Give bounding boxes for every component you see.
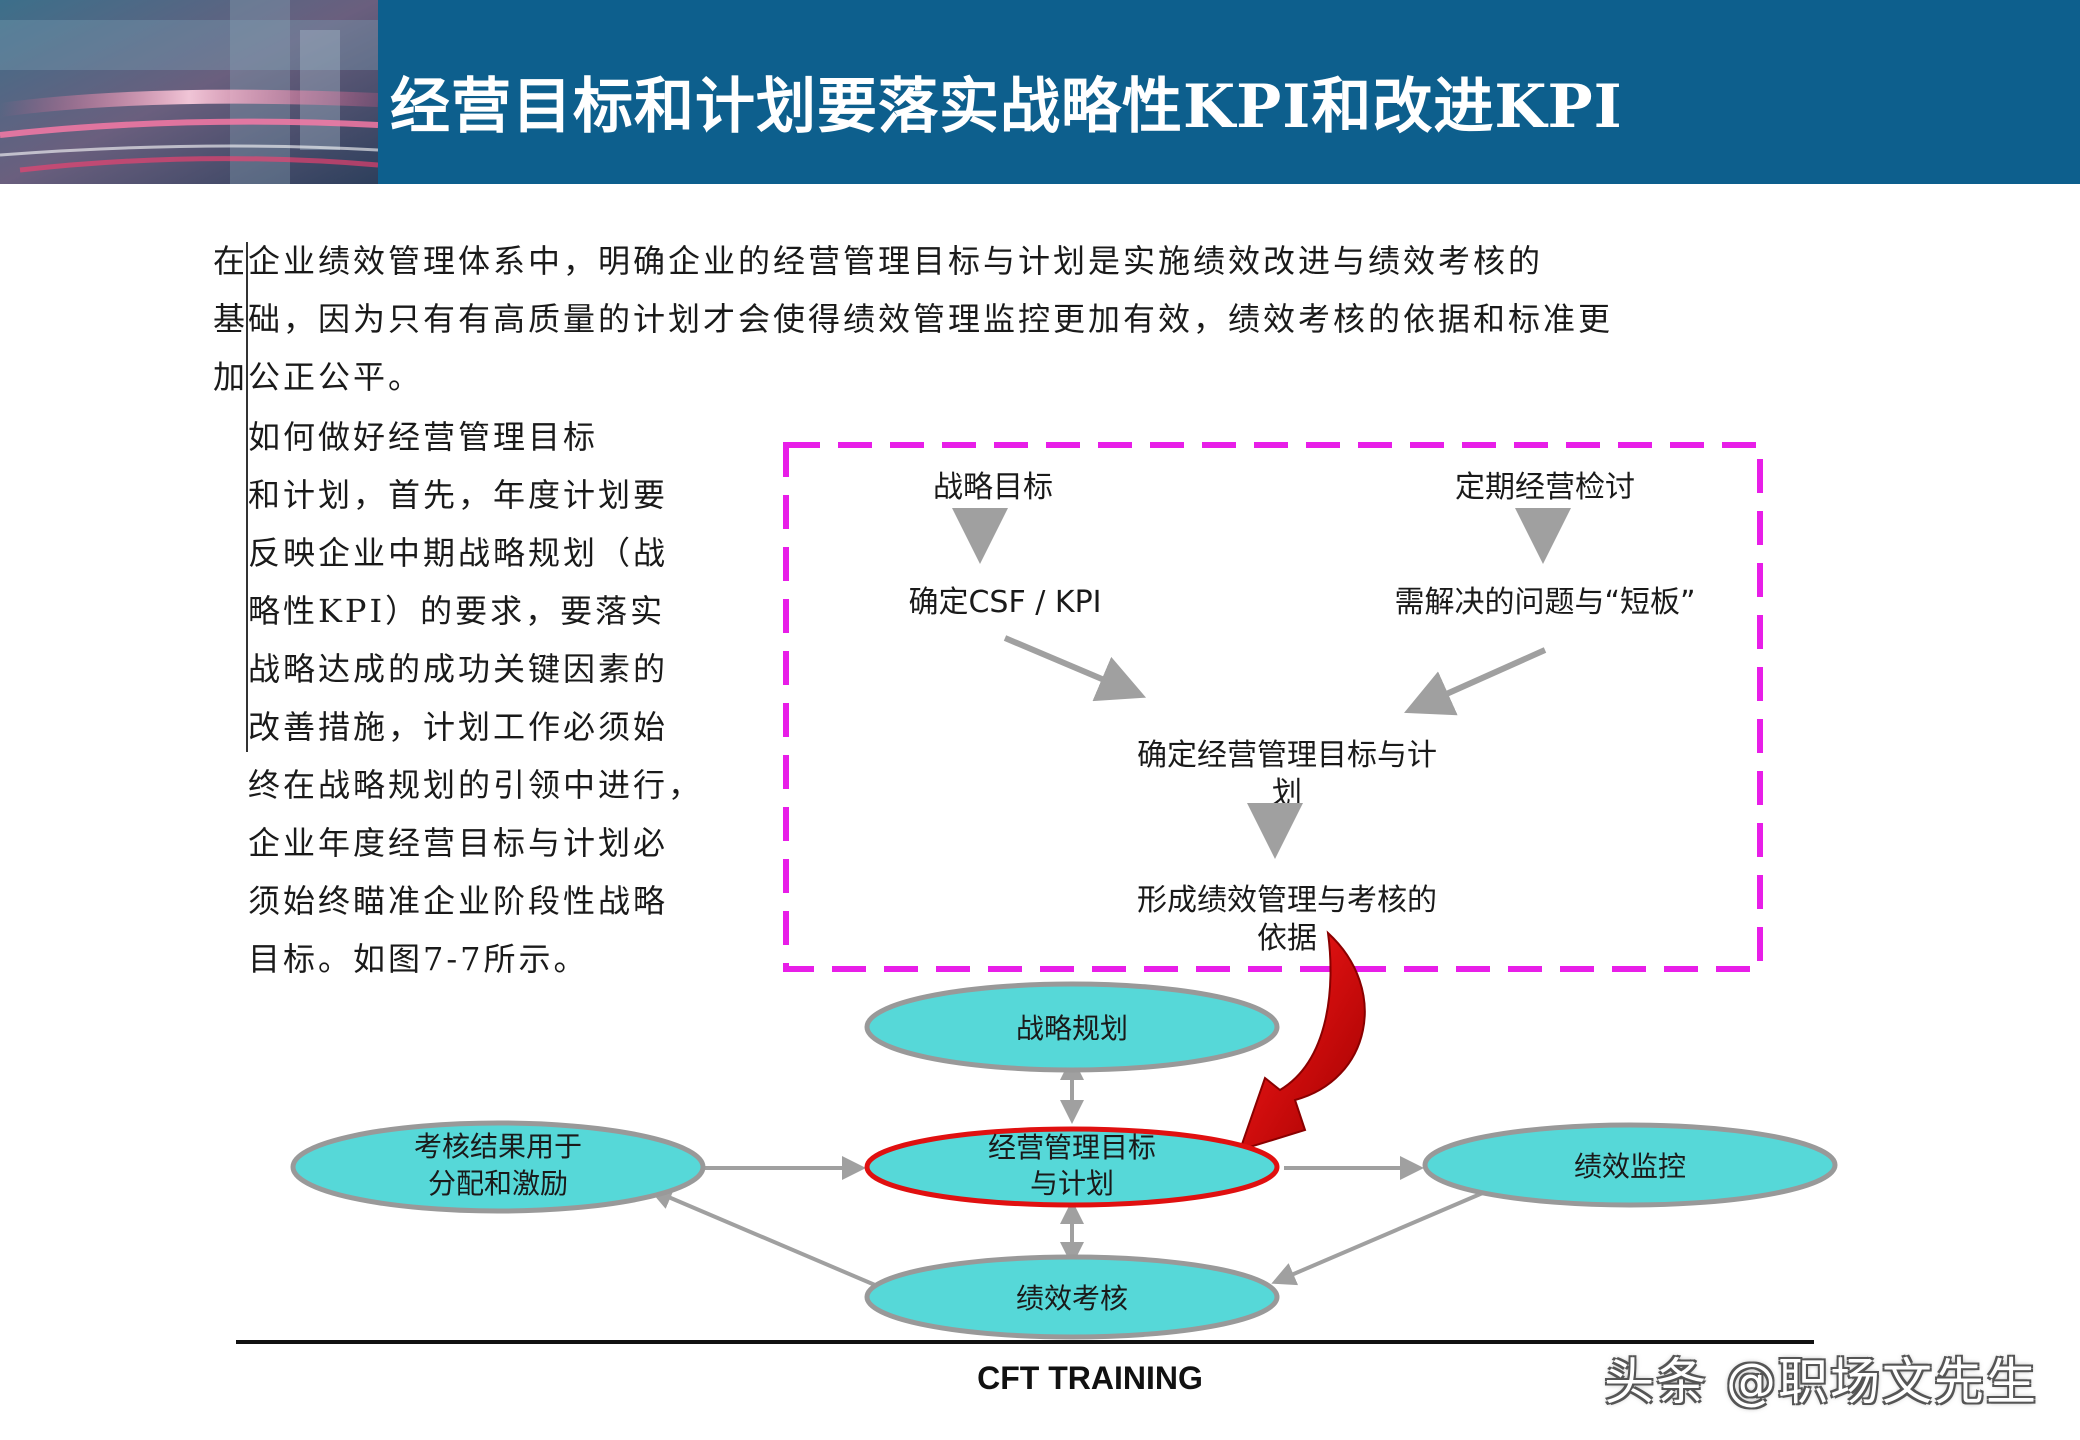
label-performance-monitoring: 绩效监控 bbox=[1574, 1150, 1686, 1183]
flow-confirm-goals-line2: 划 bbox=[1272, 776, 1302, 811]
node-strategy-planning bbox=[864, 981, 1280, 1073]
text-margin-rule bbox=[246, 242, 248, 752]
watermark: 头条 @职场文先生 bbox=[1604, 1353, 2038, 1411]
text-line: 企业年度经营目标与计划必 bbox=[248, 824, 669, 862]
text-line: 基础，因为只有有高质量的计划才会使得绩效管理监控更加有效，绩效考核的依据和标准更 bbox=[213, 300, 1614, 338]
header-bar bbox=[378, 0, 2080, 184]
text-line: 改善措施，计划工作必须始 bbox=[248, 708, 669, 746]
header-image bbox=[0, 0, 378, 184]
flow-dashed-box bbox=[783, 442, 1763, 972]
node-performance-monitoring bbox=[1422, 1122, 1838, 1208]
text-line: 目标。如图7-7所示。 bbox=[248, 940, 589, 978]
node-performance-appraisal bbox=[864, 1254, 1280, 1340]
label-reward-line1: 考核结果用于 bbox=[414, 1130, 582, 1163]
arrow-diagonal bbox=[1404, 647, 1547, 716]
node-reward-distribution bbox=[290, 1120, 706, 1214]
text-line: 和计划，首先，年度计划要 bbox=[248, 476, 669, 514]
flow-confirm-goals: 确定经营管理目标与计 bbox=[1137, 738, 1437, 773]
flow-periodic-review: 定期经营检讨 bbox=[1455, 470, 1635, 505]
flow-form-basis-line2: 依据 bbox=[1257, 921, 1317, 956]
arrow-to-appraisal bbox=[1271, 1190, 1486, 1286]
label-performance-appraisal: 绩效考核 bbox=[1016, 1282, 1128, 1315]
method-paragraph: 如何做好经营管理目标 和计划，首先，年度计划要 反映企业中期战略规划（战 略性K… bbox=[248, 408, 703, 988]
text-line: 反映企业中期战略规划（战 bbox=[248, 534, 669, 572]
text-line: 须始终瞄准企业阶段性战略 bbox=[248, 882, 669, 920]
label-business-goals-line1: 经营管理目标 bbox=[988, 1131, 1156, 1164]
curved-red-arrow bbox=[1238, 930, 1366, 1152]
label-business-goals-line2: 与计划 bbox=[1030, 1167, 1114, 1200]
flow-strategic-goal: 战略目标 bbox=[933, 470, 1053, 505]
page-title: 经营目标和计划要落实战略性KPI和改进KPI bbox=[390, 72, 1623, 142]
label-reward-line2: 分配和激励 bbox=[428, 1167, 568, 1200]
text-line: 略性KPI）的要求，要落实 bbox=[248, 592, 666, 630]
flow-form-basis: 形成绩效管理与考核的 bbox=[1137, 883, 1437, 918]
text-line: 如何做好经营管理目标 bbox=[248, 418, 599, 456]
label-strategy-planning: 战略规划 bbox=[1016, 1012, 1128, 1045]
footer-text: CFT TRAINING bbox=[977, 1360, 1203, 1396]
flow-problems-shortboard: 需解决的问题与“短板” bbox=[1394, 585, 1695, 620]
text-line: 战略达成的成功关键因素的 bbox=[248, 650, 669, 688]
arrow-to-reward bbox=[648, 1186, 876, 1287]
arrow-diagonal bbox=[1003, 635, 1147, 702]
flow-confirm-csf-kpi: 确定CSF / KPI bbox=[908, 585, 1101, 620]
text-line: 在企业绩效管理体系中，明确企业的经营管理目标与计划是实施绩效改进与绩效考核的 bbox=[213, 242, 1544, 280]
footer-rule bbox=[236, 1340, 1814, 1344]
node-business-goals bbox=[864, 1126, 1280, 1208]
text-line: 终在战略规划的引领中进行， bbox=[248, 766, 704, 804]
